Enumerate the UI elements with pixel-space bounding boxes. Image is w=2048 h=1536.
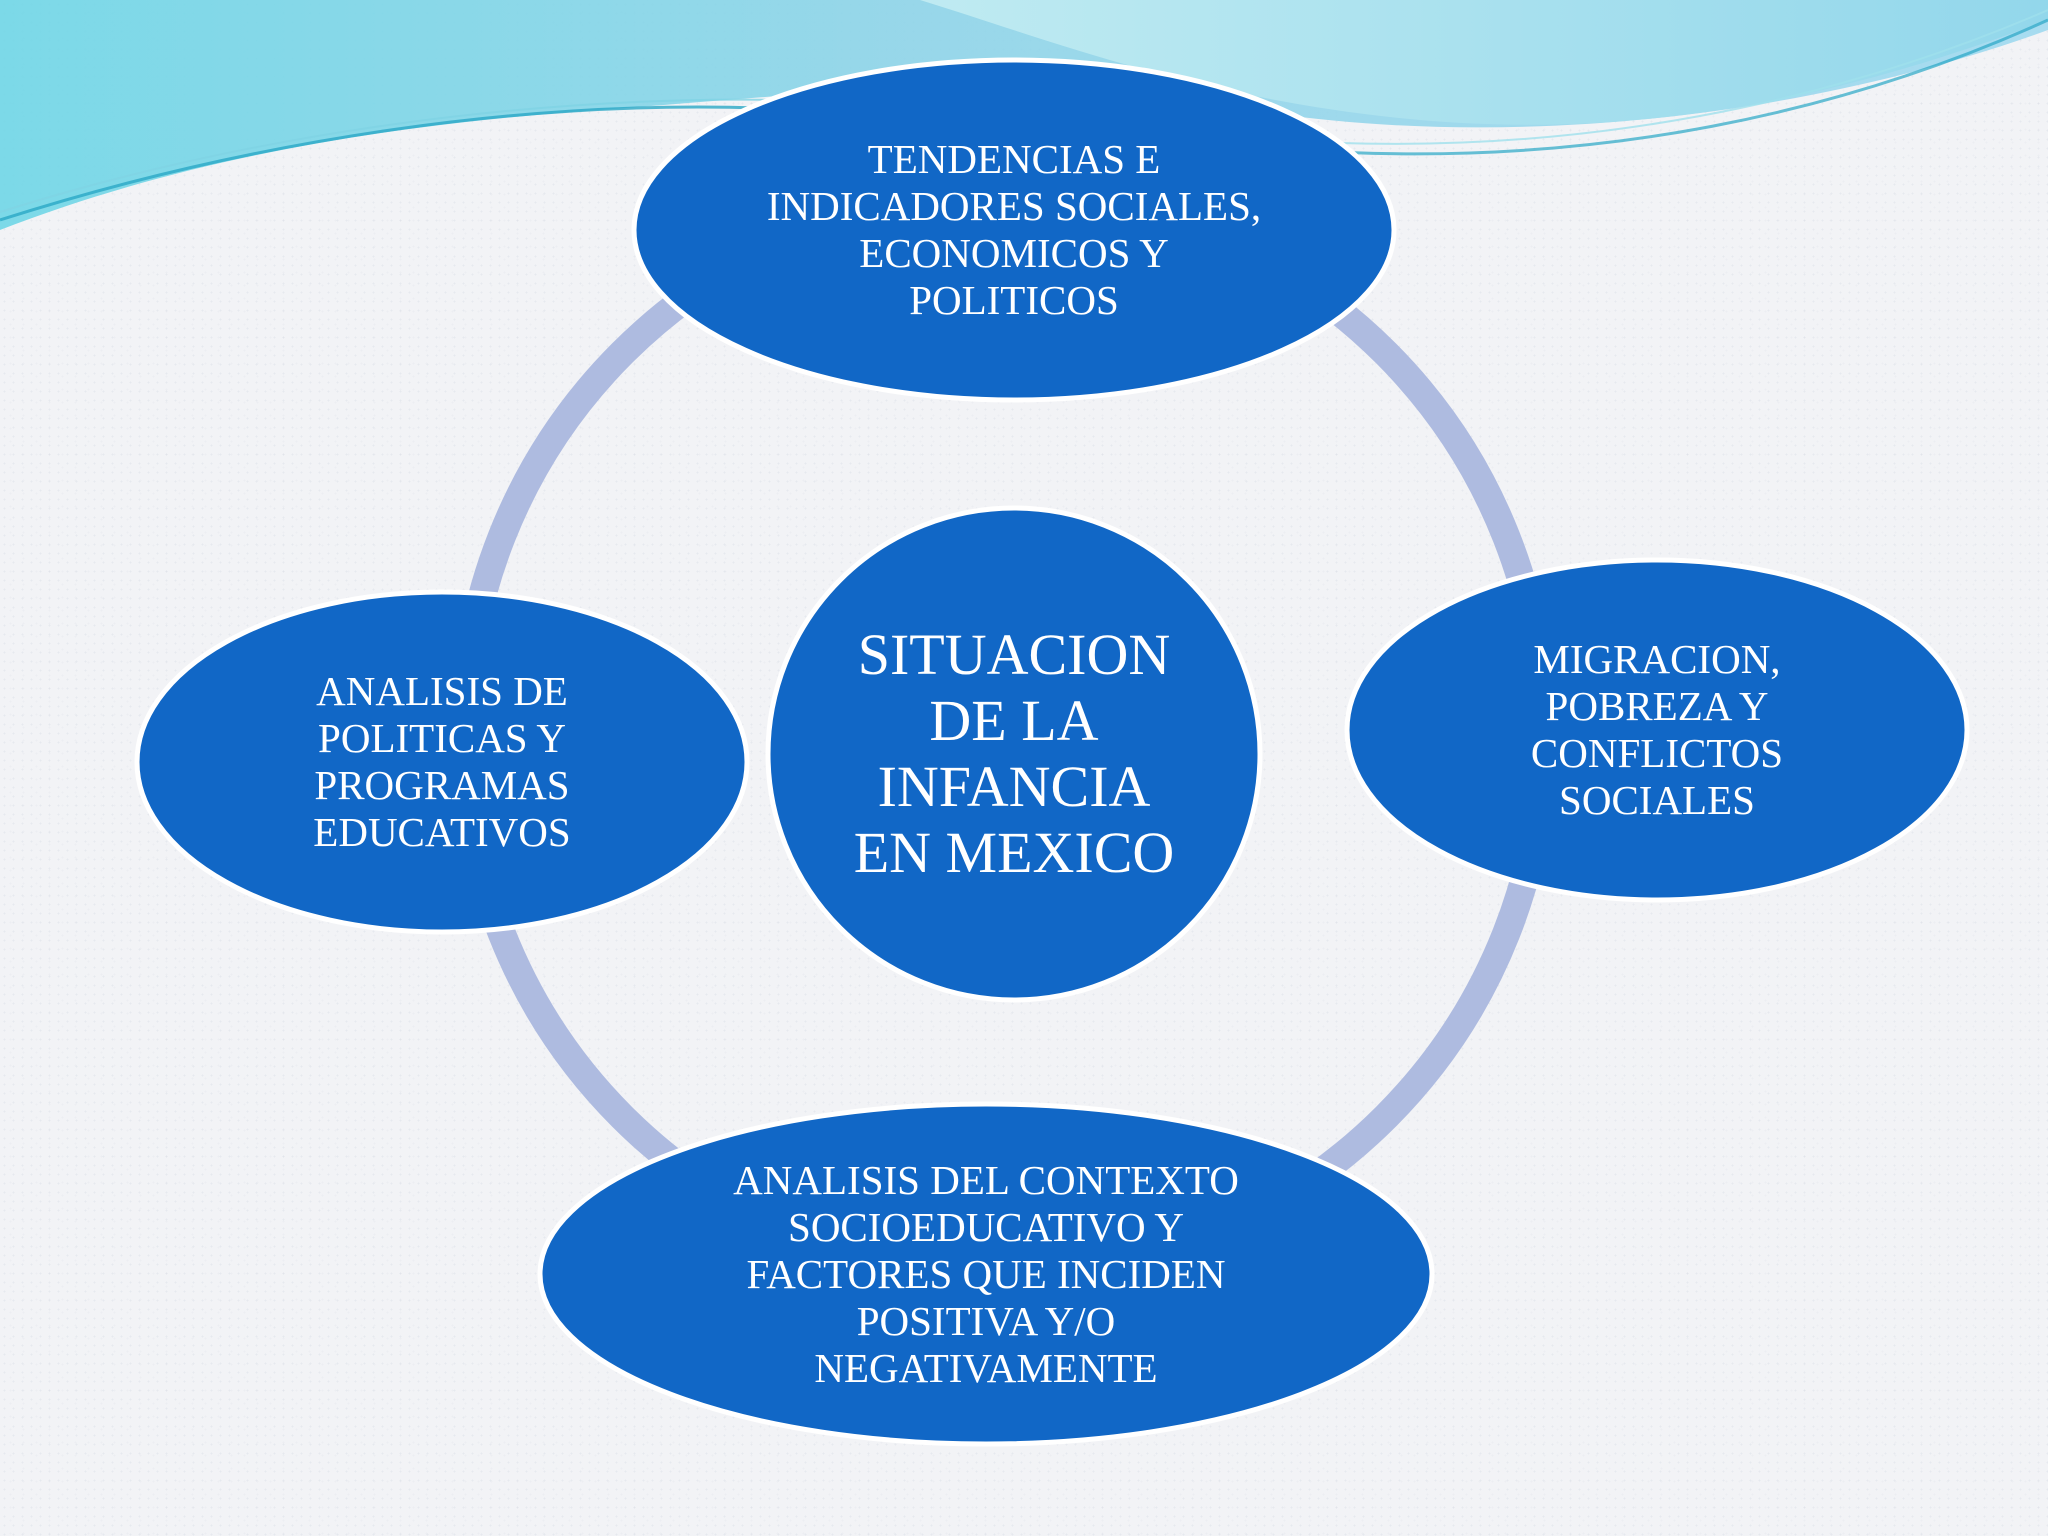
wave-line-2 <box>0 98 781 213</box>
node-right-shape <box>1344 557 1970 903</box>
node-bottom-shape <box>537 1101 1435 1447</box>
node-bottom-label: ANALISIS DEL CONTEXTO SOCIOEDUCATIVO Y F… <box>733 1156 1239 1391</box>
node-right-label: MIGRACION, POBREZA Y CONFLICTOS SOCIALES <box>1530 636 1784 823</box>
center-node-shape <box>765 505 1263 1003</box>
wave-band-light <box>920 0 2048 125</box>
wave-line-1 <box>0 105 761 222</box>
node-left-label: ANALISIS DE POLITICAS Y PROGRAMAS EDUCAT… <box>313 668 571 855</box>
center-node-label: SITUACION DE LA INFANCIA EN MEXICO <box>853 622 1175 885</box>
node-top-shape <box>631 57 1397 403</box>
wave-line-3 <box>1299 18 2048 156</box>
node-left-shape <box>134 589 750 935</box>
wave-line-4 <box>1279 9 2048 145</box>
node-top-label: TENDENCIAS E INDICADORES SOCIALES, ECONO… <box>766 136 1262 323</box>
